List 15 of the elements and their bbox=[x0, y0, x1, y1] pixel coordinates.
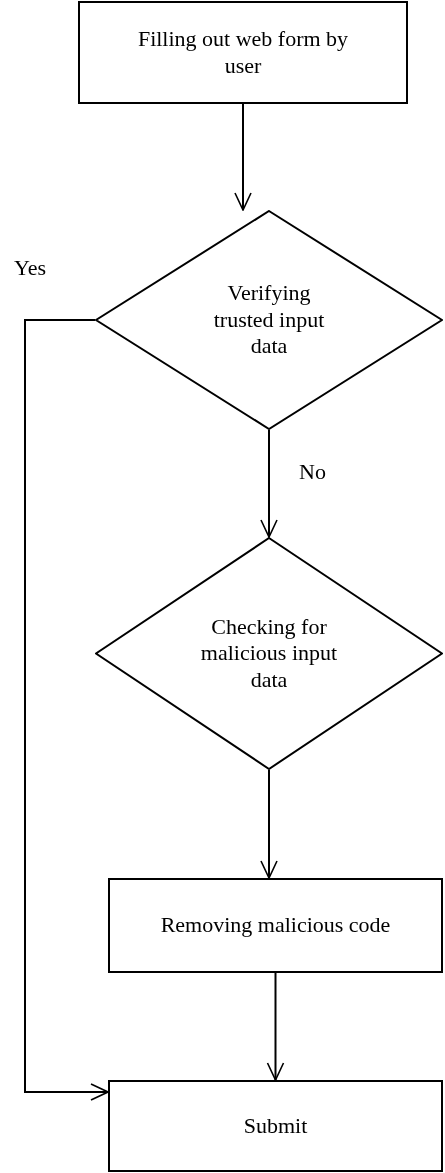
arrow bbox=[234, 103, 252, 211]
arrow bbox=[24, 319, 109, 1101]
decision-diamond bbox=[95, 210, 443, 430]
node-text: Removing malicious code bbox=[160, 912, 391, 939]
arrow bbox=[266, 972, 285, 1081]
decision-diamond bbox=[95, 537, 443, 770]
arrow bbox=[260, 769, 278, 879]
node-text: Submit bbox=[243, 1112, 308, 1140]
arrow bbox=[260, 429, 278, 538]
process-box bbox=[108, 878, 443, 973]
process-box bbox=[78, 1, 408, 104]
node-text: Checking for malicious input data bbox=[199, 613, 339, 694]
process-box bbox=[108, 1080, 443, 1172]
node-text: Verifying trusted input data bbox=[212, 280, 326, 360]
node-text: Filling out web form by user bbox=[136, 26, 350, 79]
